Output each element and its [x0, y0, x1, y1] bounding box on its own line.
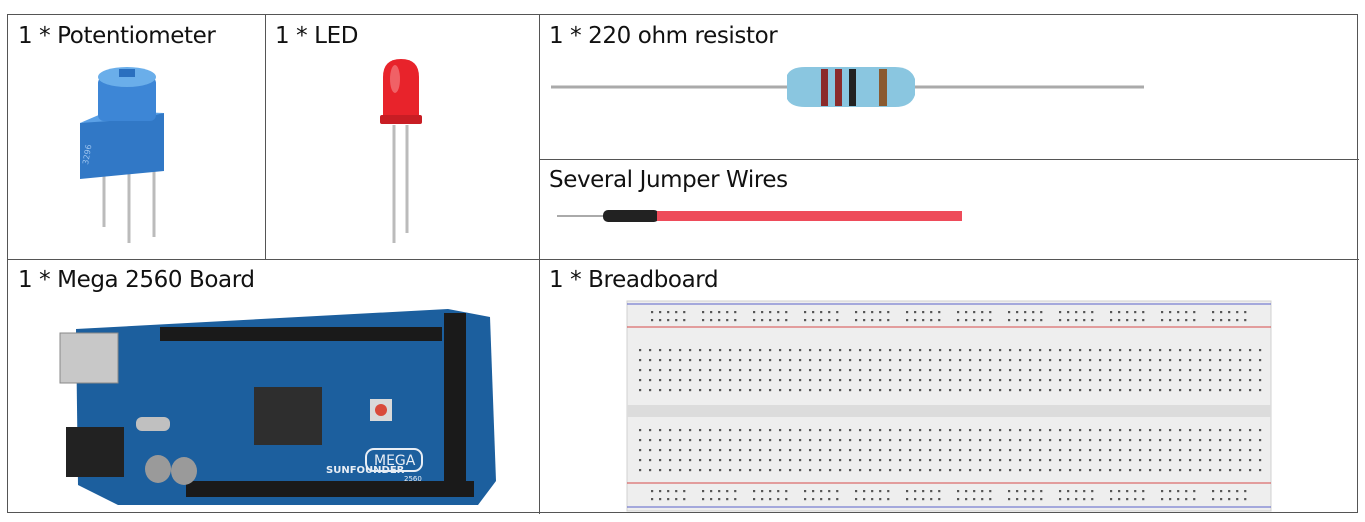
- divider: [539, 15, 540, 514]
- components-table: 1 * Potentiometer 3296 1 * LED 1 * 220 o…: [7, 14, 1359, 514]
- cell-resistor: 1 * 220 ohm resistor: [539, 15, 1359, 159]
- potentiometer-image: 3296: [80, 67, 164, 243]
- jumper-wires-label: Several Jumper Wires: [549, 167, 788, 193]
- potentiometer-label: 1 * Potentiometer: [18, 23, 216, 49]
- board-model-text: MEGA: [374, 453, 416, 469]
- svg-text:3296: 3296: [81, 144, 93, 166]
- cell-mega-board: 1 * Mega 2560 Board SUNFOUNDER MEGA 2560: [8, 259, 539, 514]
- cell-breadboard: 1 * Breadboard: [539, 259, 1359, 514]
- mega-board-image: SUNFOUNDER MEGA 2560: [59, 309, 496, 505]
- led-label: 1 * LED: [275, 23, 359, 49]
- resistor-image: [551, 67, 1144, 107]
- board-model-number: 2560: [404, 475, 422, 483]
- divider: [265, 15, 266, 259]
- board-brand-text: SUNFOUNDER: [326, 465, 405, 476]
- led-image: [380, 59, 422, 243]
- breadboard-label: 1 * Breadboard: [549, 267, 719, 293]
- resistor-label: 1 * 220 ohm resistor: [549, 23, 778, 49]
- cell-led: 1 * LED: [265, 15, 539, 259]
- divider: [8, 259, 1359, 260]
- divider: [539, 159, 1359, 160]
- cell-potentiometer: 1 * Potentiometer 3296: [8, 15, 265, 259]
- jumper-wire-image: [557, 210, 962, 222]
- cell-jumper-wires: Several Jumper Wires: [539, 159, 1359, 259]
- breadboard-image: [626, 300, 1272, 512]
- mega-board-label: 1 * Mega 2560 Board: [18, 267, 255, 293]
